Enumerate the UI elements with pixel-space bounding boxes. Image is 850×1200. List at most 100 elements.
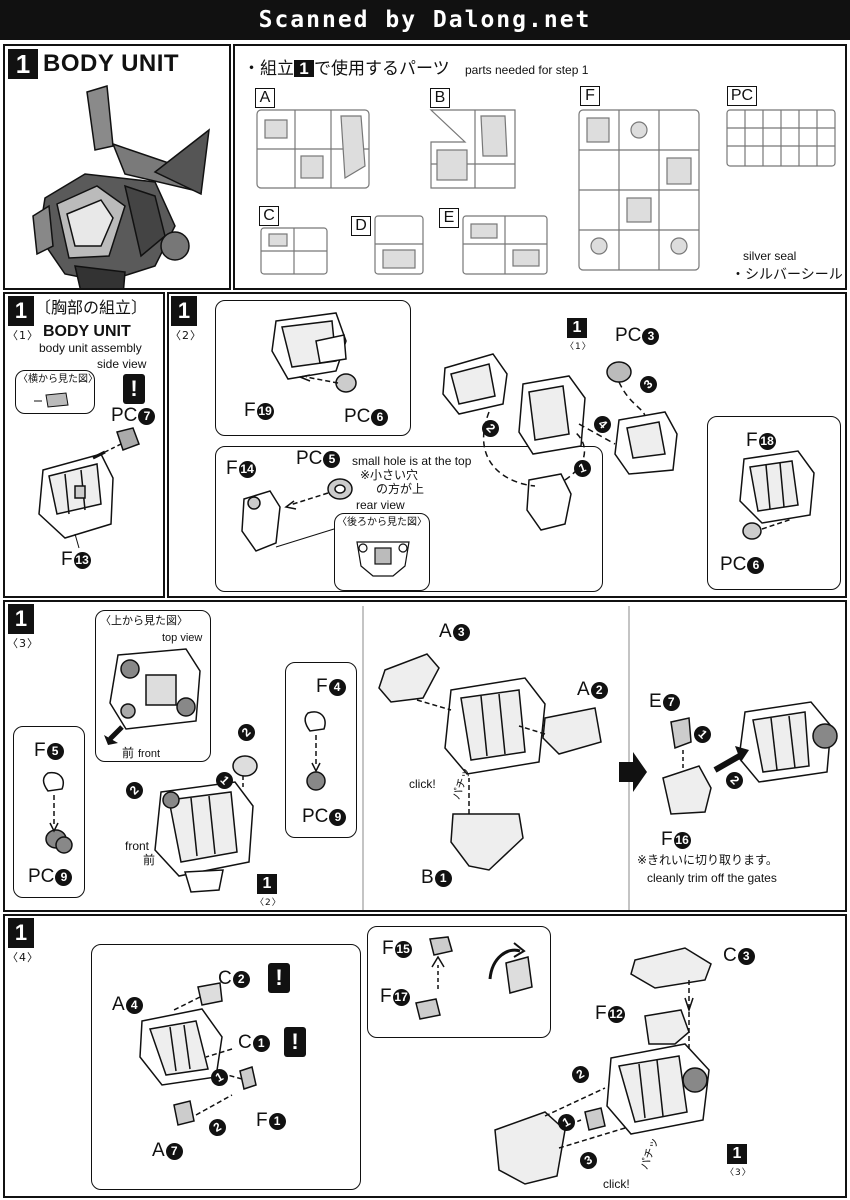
step3-front-en: front [138, 748, 161, 760]
step3-trim-en: cleanly trim off the gates [647, 871, 777, 885]
step4-click-en: click! [603, 1177, 630, 1191]
step3-badge: 1 [8, 604, 34, 634]
parts-heading-suffix: で使用するパーツ [314, 59, 450, 79]
step4-left-illustration [139, 982, 257, 1126]
step3-seq-2b: 2 [234, 720, 259, 745]
step2-badge: 1 [171, 296, 197, 326]
runner-sprues-illustration [256, 109, 836, 275]
step4-seq-3: 3 [576, 1148, 601, 1173]
step1-badge: 1 [8, 296, 34, 326]
parts-heading-prefix: ・組立 [243, 59, 294, 79]
step2-central-assembly-illustration [442, 353, 678, 531]
step3-middle-assembly-illustration [378, 653, 602, 871]
f18-illustration [739, 450, 815, 540]
step1-assembly-en: body unit assembly [39, 341, 142, 355]
f19-illustration [271, 312, 357, 393]
step2-seq-2: 2 [478, 416, 503, 441]
step3-top-view-box: 〈上から見た図〉 top view 前 front [95, 610, 211, 762]
step1-title-en: BODY UNIT [43, 323, 131, 340]
f14-illustration [241, 478, 353, 552]
step3-ref-badge: 1 [257, 874, 277, 894]
parts-heading-step: 1 [294, 60, 314, 77]
side-view-part-illustration [34, 392, 69, 408]
step3-sub: 〈3〉 [7, 637, 39, 650]
step2-rear-view-en: rear view [356, 498, 405, 512]
step4-seq-2a: 2 [205, 1115, 230, 1140]
step2-rear-view-box: 〈後ろから見た図〉 [334, 513, 430, 591]
step4-seq-1b: 1 [554, 1110, 579, 1135]
seal-en: silver seal [743, 249, 797, 263]
step4-f15-illustration [415, 936, 533, 1020]
step1-chest-illustration [38, 427, 140, 549]
scan-credit-text: Scanned by Dalong.net [258, 7, 592, 33]
step3-front2-en: front [125, 839, 150, 853]
step3-top-view-jp: 〈上から見た図〉 [100, 614, 188, 627]
step2-sub: 〈2〉 [170, 329, 202, 342]
step2-small-hole-jp2: の方が上 [376, 482, 425, 496]
step4-ref-badge: 1 [727, 1144, 747, 1164]
runner-label-f: F [580, 86, 600, 106]
step2-small-hole-jp1: ※小さい穴 [360, 468, 419, 482]
step2-small-hole-en: small hole is at the top [352, 454, 472, 468]
step3-seq-2a: 2 [122, 778, 147, 803]
step4-badge: 1 [8, 918, 34, 948]
step1-side-view-box: 〈横から見た図〉 [15, 370, 95, 414]
step3-panel: 1 〈3〉 〈上から見た図〉 top view 前 front [3, 600, 847, 912]
step1-side-view-en: side view [97, 357, 147, 371]
step1-title-jp: 〔胸部の組立〕 [35, 298, 148, 317]
step3-front-jp: 前 [122, 746, 135, 760]
f4-illustration [304, 711, 326, 791]
step3-right-assembly-illustration [662, 701, 838, 815]
step1-side-view-jp: 〈横から見た図〉 [18, 374, 95, 385]
runner-label-c: C [259, 206, 279, 226]
step3-front2-jp: 前 [143, 853, 156, 867]
step4-seq-1a: 1 [207, 1065, 232, 1090]
parts-heading-en: parts needed for step 1 [465, 63, 589, 77]
step2-seq-4: 4 [590, 412, 615, 437]
step1-warning-icon: ! [123, 374, 145, 404]
step3-trim-jp: ※きれいに切り取ります。 [637, 853, 778, 867]
step-number-badge: 1 [8, 49, 38, 79]
section-title: BODY UNIT [43, 50, 180, 77]
step1-panel: 1 〈1〉 〔胸部の組立〕 BODY UNIT body unit assemb… [3, 292, 165, 598]
runner-label-pc: PC [727, 86, 757, 106]
step3-click-en: click! [409, 777, 436, 791]
rear-view-part-illustration [356, 541, 410, 577]
step2-seq-1: 1 [571, 457, 594, 480]
step4-warning-icon-c2: ! [268, 963, 290, 993]
step2-rear-view-jp: 〈後ろから見た図〉 [337, 517, 427, 528]
runner-label-b: B [430, 88, 450, 108]
step3-top-view-en: top view [162, 632, 203, 644]
step4-seq-2b: 2 [568, 1062, 593, 1087]
step4-right-assembly-illustration [494, 947, 712, 1185]
step4-sub: 〈4〉 [7, 951, 39, 964]
step4-ref-sub: 〈3〉 [725, 1168, 752, 1178]
